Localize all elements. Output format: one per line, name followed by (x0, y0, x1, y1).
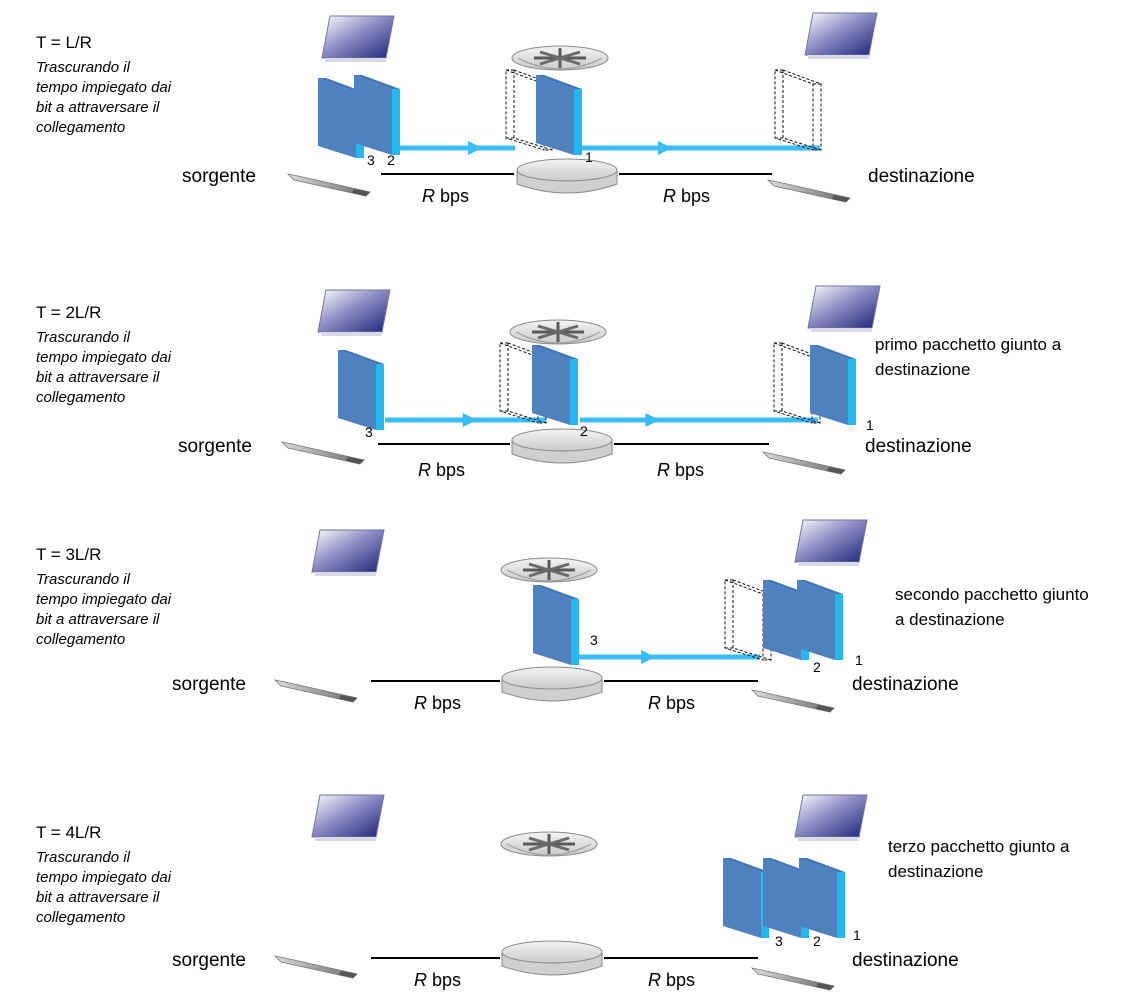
transmission-arrow-head (658, 141, 672, 155)
status-text: a destinazione (895, 610, 1005, 629)
transmission-arrow-head (468, 141, 483, 155)
packet-number: 1 (585, 149, 593, 165)
packet (797, 580, 843, 660)
packet-number: 1 (853, 927, 861, 943)
destination-label: destinazione (868, 166, 975, 187)
packet (354, 75, 400, 155)
laptop-keyboard-icon (281, 441, 365, 465)
time-label: T = 4L/R (36, 823, 101, 842)
note-line: Trascurando il (36, 59, 131, 76)
packet-number: 2 (580, 423, 588, 439)
note-line: Trascurando il (36, 329, 131, 346)
packet-number: 1 (866, 417, 874, 433)
packet-number: 2 (813, 659, 821, 675)
packet (532, 345, 578, 425)
panel-3: T = 3L/R Trascurando il tempo impiegato da… (36, 519, 1089, 713)
laptop-screen-icon (794, 794, 868, 842)
ghost-packet (774, 69, 822, 151)
time-label: T = 2L/R (36, 303, 101, 322)
router-icon (508, 318, 608, 346)
note-line: bit a attraversare il (36, 889, 160, 906)
packet-number: 2 (813, 933, 821, 949)
laptop-screen-icon (311, 529, 385, 577)
note-line: collegamento (36, 909, 125, 926)
packet (810, 345, 856, 425)
time-label: T = L/R (36, 33, 92, 52)
link-rate-label: R bps (414, 970, 461, 990)
laptop-screen-icon (794, 519, 868, 567)
link-rate-label: R bps (422, 186, 469, 206)
source-label: sorgente (172, 674, 246, 695)
packet-number: 3 (775, 933, 783, 949)
source-label: sorgente (178, 436, 252, 457)
packet (799, 858, 845, 938)
note-line: tempo impiegato dai (36, 591, 172, 608)
note-line: Trascurando il (36, 849, 131, 866)
packet-number: 2 (387, 152, 395, 168)
note-line: tempo impiegato dai (36, 869, 172, 886)
router-base-icon (501, 666, 603, 702)
laptop-keyboard-icon (751, 967, 835, 991)
laptop-keyboard-icon (767, 179, 851, 203)
link-rate-label: R bps (648, 970, 695, 990)
source-label: sorgente (182, 166, 256, 187)
packet (536, 75, 582, 155)
laptop-keyboard-icon (762, 451, 846, 475)
transmission-arrow-head (641, 650, 656, 664)
laptop-keyboard-icon (287, 173, 371, 197)
transmission-arrow-head (462, 413, 477, 427)
note-line: bit a attraversare il (36, 369, 160, 386)
router-base-icon (516, 158, 618, 194)
router-icon (499, 556, 599, 584)
note-line: Trascurando il (36, 571, 131, 588)
status-text: destinazione (875, 360, 970, 379)
packet (723, 858, 769, 938)
router-icon (499, 830, 599, 858)
link-rate-label: R bps (414, 693, 461, 713)
time-label: T = 3L/R (36, 545, 101, 564)
packet-number: 3 (590, 632, 598, 648)
note-line: tempo impiegato dai (36, 349, 172, 366)
status-text: secondo pacchetto giunto (895, 585, 1089, 604)
note-line: collegamento (36, 631, 125, 648)
status-text: destinazione (888, 862, 983, 881)
note-line: tempo impiegato dai (36, 79, 172, 96)
laptop-screen-icon (321, 15, 395, 63)
laptop-screen-icon (807, 285, 881, 333)
note-line: collegamento (36, 389, 125, 406)
destination-label: destinazione (852, 950, 959, 971)
link-rate-label: R bps (663, 186, 710, 206)
packet-number: 3 (365, 424, 373, 440)
note-line: bit a attraversare il (36, 99, 160, 116)
packet-number: 3 (367, 152, 375, 168)
router-base-icon (501, 940, 603, 976)
packet (338, 350, 384, 430)
destination-label: destinazione (852, 674, 959, 695)
status-text: terzo pacchetto giunto a (888, 837, 1070, 856)
panel-2: T = 2L/R Trascurando il tempo impiegato da… (36, 285, 1062, 480)
laptop-keyboard-icon (274, 679, 358, 703)
router-icon (510, 44, 610, 72)
panel-4: T = 4L/R Trascurando il tempo impiegato da… (36, 794, 1070, 991)
source-label: sorgente (172, 950, 246, 971)
laptop-screen-icon (804, 12, 878, 60)
link-rate-label: R bps (657, 460, 704, 480)
laptop-keyboard-icon (751, 689, 835, 713)
panel-1: T = L/R Trascurando il tempo impiegato dai… (36, 12, 975, 206)
packet-number: 1 (855, 652, 863, 668)
link-rate-label: R bps (418, 460, 465, 480)
laptop-screen-icon (317, 289, 391, 337)
note-line: bit a attraversare il (36, 611, 160, 628)
router-base-icon (511, 428, 613, 464)
packet (533, 585, 579, 665)
link-rate-label: R bps (648, 693, 695, 713)
status-text: primo pacchetto giunto a (875, 335, 1062, 354)
laptop-keyboard-icon (274, 955, 358, 979)
laptop-screen-icon (311, 794, 385, 842)
note-line: collegamento (36, 119, 125, 136)
transmission-arrow-head (645, 413, 660, 427)
destination-label: destinazione (865, 436, 972, 457)
